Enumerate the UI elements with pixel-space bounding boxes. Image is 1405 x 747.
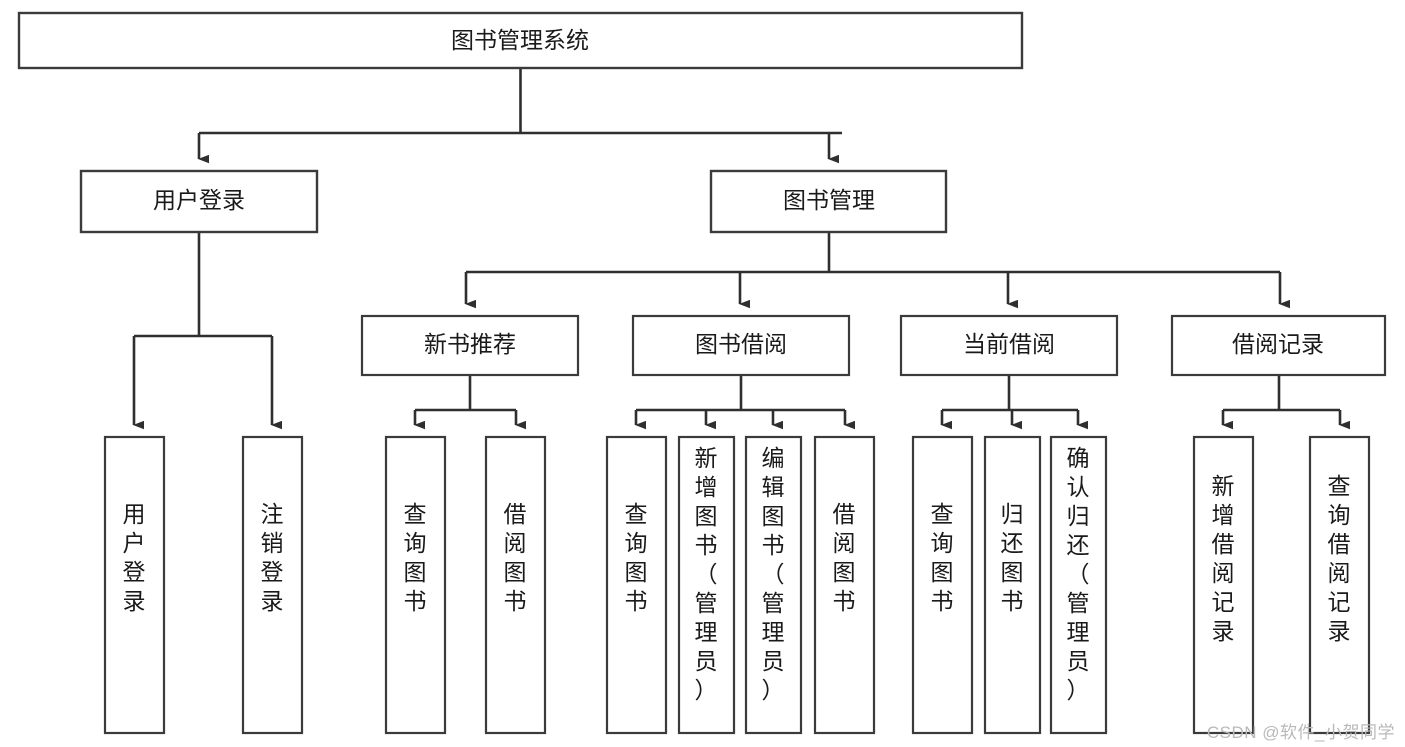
leaf-add-book-admin[interactable]: 新增图书（管理员） — [677, 435, 736, 735]
leaf-edit-book-admin-box[interactable] — [744, 435, 803, 735]
leaf-borrow-book-rec[interactable]: 借阅图书 — [484, 435, 547, 735]
leaf-add-book-admin-box[interactable] — [677, 435, 736, 735]
leaf-query-borrow-record-box[interactable] — [1308, 435, 1371, 735]
leaf-user-login-label: 用户登录 — [123, 501, 146, 614]
leaf-add-borrow-record[interactable]: 新增借阅记录 — [1192, 435, 1255, 735]
node-current-borrow-box[interactable] — [899, 314, 1119, 377]
leaf-return-book[interactable]: 归还图书 — [983, 435, 1042, 735]
leaf-add-book-admin-label: 新增图书（管理员） — [695, 445, 718, 703]
leaf-confirm-return-admin-label: 确认归还（管理员） — [1067, 445, 1090, 703]
leaf-confirm-return-admin-box[interactable] — [1049, 435, 1108, 735]
leaf-return-book-label: 归还图书 — [1001, 501, 1024, 614]
leaf-query-book-current-label: 查询图书 — [931, 501, 954, 614]
node-root-label: 图书管理系统 — [451, 27, 589, 53]
node-current-borrow-label: 当前借阅 — [963, 331, 1055, 357]
node-book-borrow-label: 图书借阅 — [695, 331, 787, 357]
leaf-add-borrow-record-label: 新增借阅记录 — [1212, 473, 1235, 644]
leaf-query-book-borrow-box[interactable] — [605, 435, 668, 735]
node-current-borrow[interactable]: 当前借阅 — [899, 314, 1119, 377]
node-new-book-recommend-box[interactable] — [360, 314, 580, 377]
leaf-query-book-borrow[interactable]: 查询图书 — [605, 435, 668, 735]
leaf-query-book-current-box[interactable] — [911, 435, 974, 735]
node-book-management-label: 图书管理 — [783, 187, 875, 213]
leaf-add-borrow-record-box[interactable] — [1192, 435, 1255, 735]
leaf-return-book-box[interactable] — [983, 435, 1042, 735]
connector-layer — [132, 68, 1350, 430]
node-book-management[interactable]: 图书管理 — [709, 169, 948, 234]
node-new-book-recommend-label: 新书推荐 — [424, 331, 516, 357]
node-root[interactable]: 图书管理系统 — [17, 11, 1024, 70]
leaf-query-book-current[interactable]: 查询图书 — [911, 435, 974, 735]
leaf-borrow-book-rec-box[interactable] — [484, 435, 547, 735]
leaf-borrow-book[interactable]: 借阅图书 — [813, 435, 876, 735]
node-borrow-record-box[interactable] — [1170, 314, 1387, 377]
leaf-query-borrow-record[interactable]: 查询借阅记录 — [1308, 435, 1371, 735]
node-borrow-record[interactable]: 借阅记录 — [1170, 314, 1387, 377]
leaf-logout-login-label: 注销登录 — [261, 501, 284, 614]
node-user-login[interactable]: 用户登录 — [79, 169, 319, 234]
node-book-management-box[interactable] — [709, 169, 948, 234]
leaf-user-login[interactable]: 用户登录 — [103, 435, 166, 735]
leaf-borrow-book-box[interactable] — [813, 435, 876, 735]
leaf-edit-book-admin-label: 编辑图书（管理员） — [762, 445, 785, 703]
node-book-borrow-box[interactable] — [631, 314, 851, 377]
leaf-query-borrow-record-label: 查询借阅记录 — [1328, 473, 1351, 644]
leaf-query-book-rec[interactable]: 查询图书 — [384, 435, 447, 735]
leaf-query-book-borrow-label: 查询图书 — [625, 501, 648, 614]
leaf-query-book-rec-label: 查询图书 — [404, 501, 427, 614]
leaf-edit-book-admin[interactable]: 编辑图书（管理员） — [744, 435, 803, 735]
csdn-watermark: CSDN @软件_小贺同学 — [1206, 723, 1395, 742]
node-root-box[interactable] — [17, 11, 1024, 70]
leaf-logout-login-box[interactable] — [241, 435, 304, 735]
node-user-login-label: 用户登录 — [153, 187, 245, 213]
leaf-borrow-book-label: 借阅图书 — [833, 501, 856, 614]
node-new-book-recommend[interactable]: 新书推荐 — [360, 314, 580, 377]
node-borrow-record-label: 借阅记录 — [1232, 331, 1324, 357]
leaf-confirm-return-admin[interactable]: 确认归还（管理员） — [1049, 435, 1108, 735]
node-book-borrow[interactable]: 图书借阅 — [631, 314, 851, 377]
leaf-query-book-rec-box[interactable] — [384, 435, 447, 735]
leaf-borrow-book-rec-label: 借阅图书 — [504, 501, 527, 614]
leaf-user-login-box[interactable] — [103, 435, 166, 735]
node-user-login-box[interactable] — [79, 169, 319, 234]
leaf-logout-login[interactable]: 注销登录 — [241, 435, 304, 735]
